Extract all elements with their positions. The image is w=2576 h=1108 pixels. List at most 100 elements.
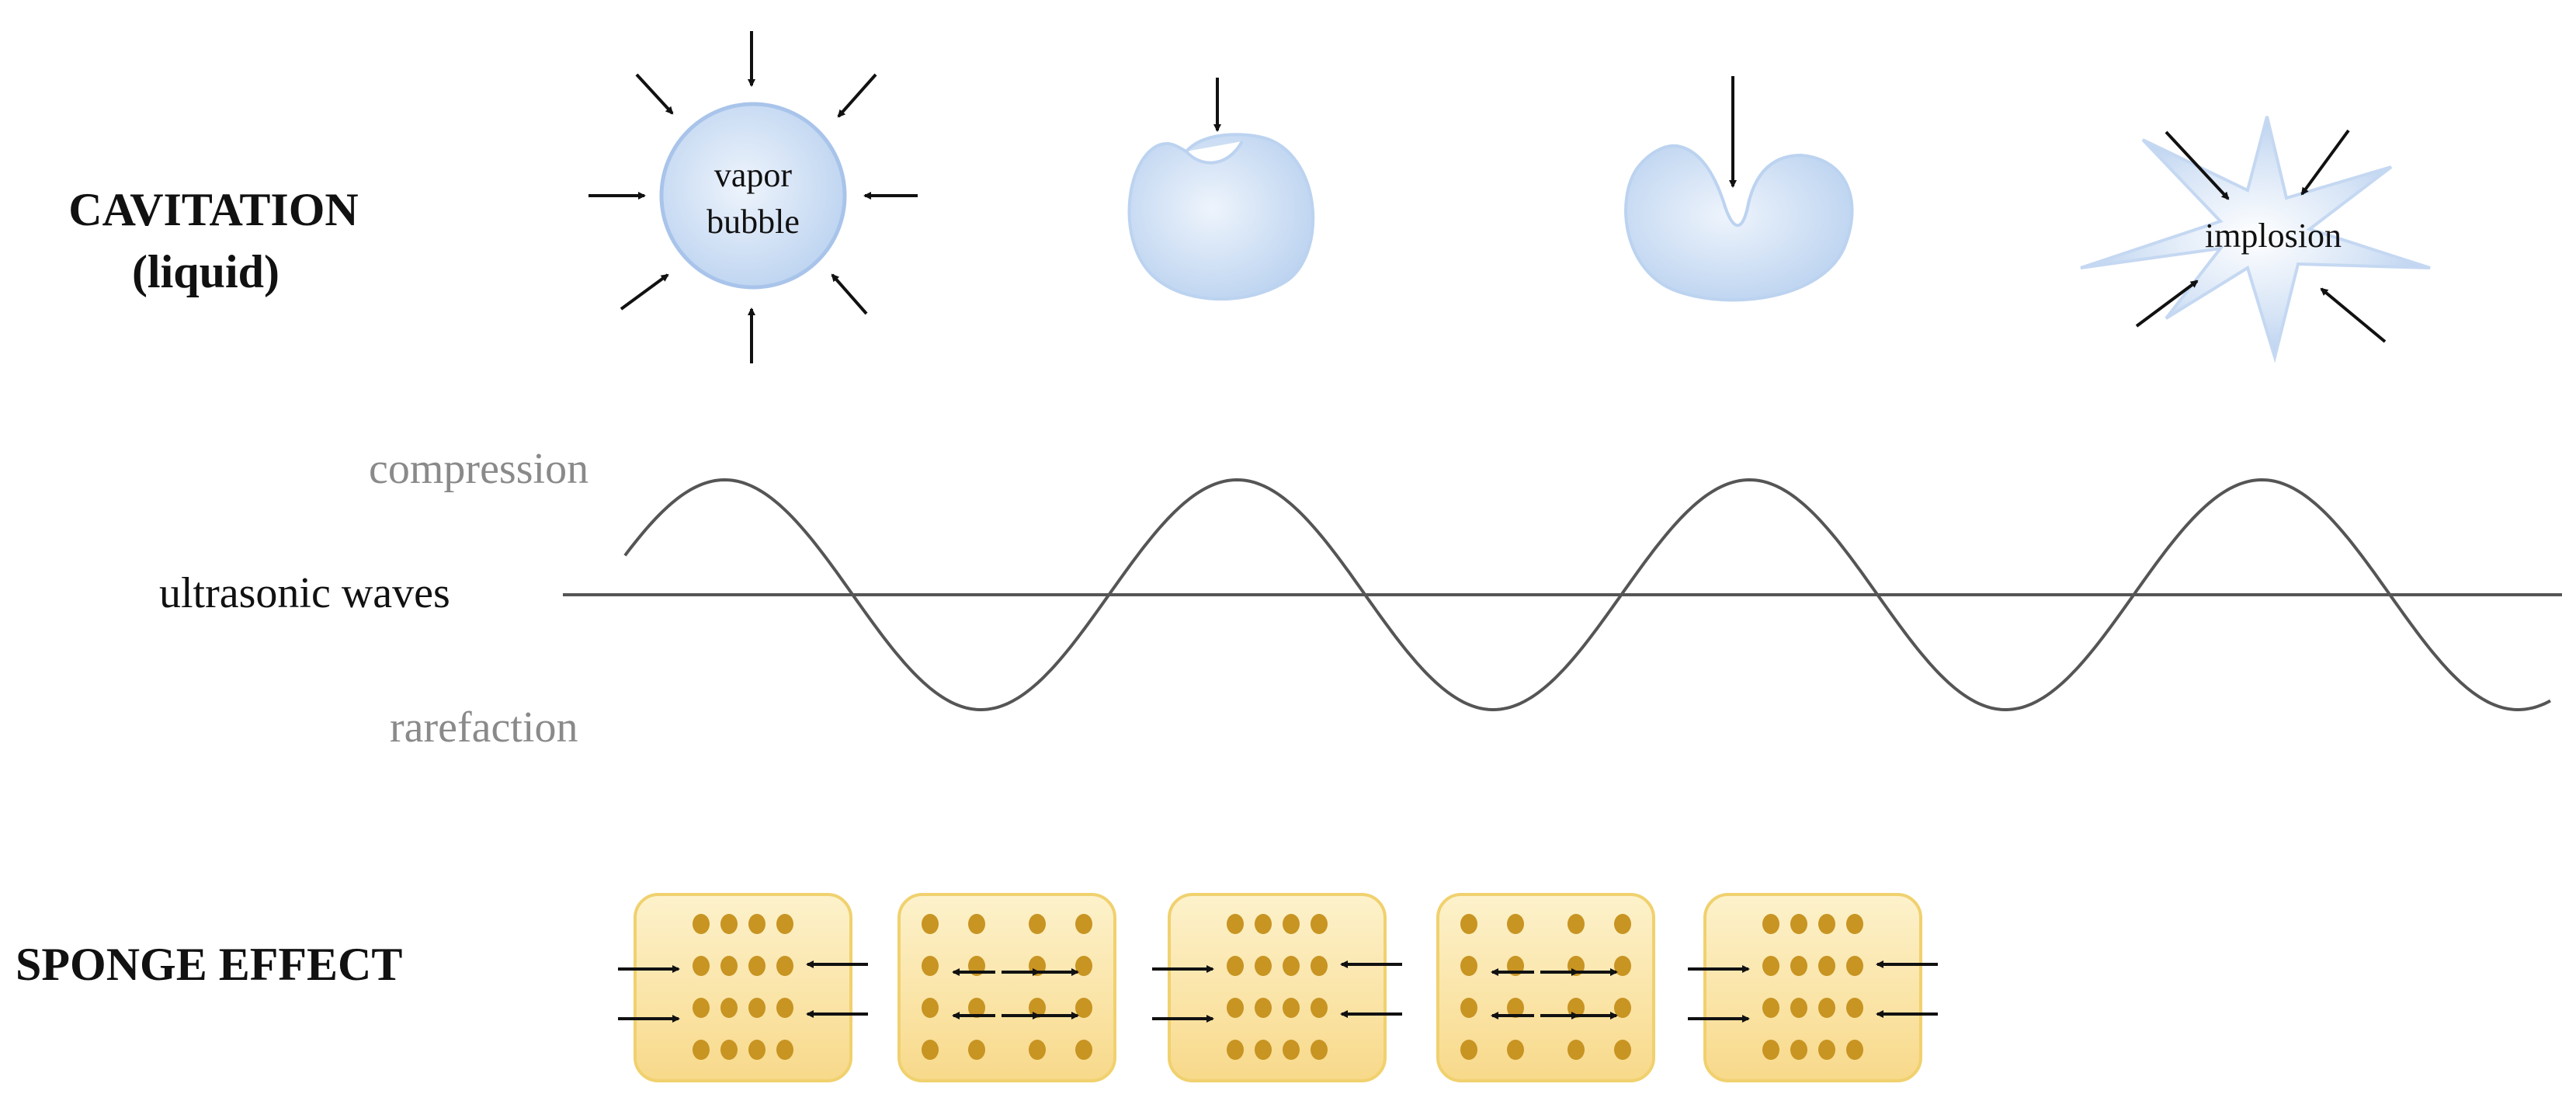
implosion-label: implosion	[2205, 217, 2342, 255]
rarefaction-label: rarefaction	[390, 703, 578, 752]
sponge-tile	[1152, 893, 1402, 1082]
sponge-pore	[1614, 998, 1631, 1018]
sponge-pore	[922, 914, 939, 934]
sponge-pore	[922, 1040, 939, 1060]
sponge-pore	[968, 914, 985, 934]
ultrasonic-waves-label: ultrasonic waves	[159, 569, 450, 617]
vapor-bubble-label-line2: bubble	[706, 203, 800, 241]
sponge-pore	[748, 998, 766, 1018]
sponge-pore	[1790, 1040, 1807, 1060]
sponge-pore	[1227, 998, 1244, 1018]
implosion-star	[2080, 116, 2431, 363]
sponge-pore	[693, 998, 710, 1018]
sponge-pore	[1460, 914, 1477, 934]
sponge-pore	[1614, 956, 1631, 976]
sponge-pore	[1311, 914, 1328, 934]
implosion-stage: implosion	[2080, 116, 2431, 363]
sponge-pore	[720, 956, 738, 976]
sponge-pore	[1762, 998, 1779, 1018]
sponge-pore	[922, 998, 939, 1018]
sponge-pore	[1029, 914, 1046, 934]
sponge-pore	[1227, 1040, 1244, 1060]
sponge-pore	[1227, 914, 1244, 934]
arrow-implosion-top-left	[2165, 130, 2230, 200]
arrow-bottom-left	[620, 273, 669, 311]
sponge-pore	[1075, 956, 1092, 976]
sponge-tile	[1688, 893, 1938, 1082]
sponge-pore	[1762, 956, 1779, 976]
sponge-pore	[1567, 914, 1585, 934]
sponge-pore	[720, 1040, 738, 1060]
sponge-pore	[1255, 998, 1272, 1018]
sponge-pore	[1790, 914, 1807, 934]
sponge-block	[1436, 893, 1655, 1082]
sponge-pore	[693, 1040, 710, 1060]
sponge-pore	[1846, 956, 1863, 976]
sponge-pore	[1255, 914, 1272, 934]
sponge-pore	[1311, 998, 1328, 1018]
sponge-pore	[776, 956, 793, 976]
sponge-pore	[1507, 1040, 1524, 1060]
sponge-pore	[1283, 1040, 1300, 1060]
sponge-pore	[1614, 914, 1631, 934]
sponge-pore	[1790, 998, 1807, 1018]
sponge-pore	[1227, 956, 1244, 976]
sponge-pore	[1818, 1040, 1835, 1060]
sponge-pore	[1846, 998, 1863, 1018]
sponge-pore	[693, 914, 710, 934]
sponge-pore	[922, 956, 939, 976]
sponge-pore	[1075, 914, 1092, 934]
sponge-pore	[1075, 1040, 1092, 1060]
sponge-pore	[1255, 1040, 1272, 1060]
sponge-pore	[1846, 914, 1863, 934]
arrow-implosion-top-right	[2300, 129, 2350, 196]
sponge-pore	[1762, 1040, 1779, 1060]
sponge-pore	[720, 914, 738, 934]
arrow-implosion-bottom-right	[2320, 287, 2387, 343]
cavitation-subtitle: (liquid)	[132, 246, 279, 297]
vapor-bubble-stage: vapor bubble	[588, 31, 918, 363]
arrow-top-left	[635, 73, 674, 115]
sponge-pore	[1029, 1040, 1046, 1060]
sponge-block	[634, 893, 852, 1082]
sponge-pore	[1614, 1040, 1631, 1060]
sponge-pore	[1311, 956, 1328, 976]
sponge-pore	[748, 914, 766, 934]
sponge-pore	[1790, 956, 1807, 976]
sponge-pore	[1311, 1040, 1328, 1060]
sponge-pore	[968, 1040, 985, 1060]
sponge-block	[1168, 893, 1387, 1082]
sponge-block	[1703, 893, 1922, 1082]
sponge-tile	[618, 893, 868, 1082]
sponge-pore	[1818, 998, 1835, 1018]
sponge-pore	[1846, 1040, 1863, 1060]
sponge-pore	[1283, 914, 1300, 934]
sponge-pore	[1255, 956, 1272, 976]
sponge-tile	[897, 893, 1116, 1082]
arrow-top-right	[837, 73, 877, 118]
arrow-implosion-bottom-left	[2135, 280, 2199, 328]
sponge-pore	[1283, 956, 1300, 976]
sponge-pore	[1283, 998, 1300, 1018]
sponge-pore	[1818, 914, 1835, 934]
sponge-pore	[693, 956, 710, 976]
sponge-pore	[748, 956, 766, 976]
sponge-block	[897, 893, 1116, 1082]
vapor-bubble	[659, 102, 847, 290]
sponge-pore	[1762, 914, 1779, 934]
sponge-pore	[720, 998, 738, 1018]
sponge-effect-title: SPONGE EFFECT	[16, 939, 402, 990]
cavitation-title: CAVITATION	[68, 184, 358, 235]
collapsing-bubble-stage	[1624, 76, 1854, 302]
sponge-pore	[1460, 998, 1477, 1018]
arrow-bottom-right	[831, 273, 868, 315]
sponge-pore	[1818, 956, 1835, 976]
dented-bubble-stage	[1127, 78, 1315, 301]
pressure-arrows	[588, 31, 918, 363]
sponge-pore	[1507, 998, 1524, 1018]
sponge-pore	[748, 1040, 766, 1060]
sponge-pore	[1460, 1040, 1477, 1060]
sponge-pore	[1075, 998, 1092, 1018]
sponge-pore	[1567, 1040, 1585, 1060]
sponge-pore	[776, 914, 793, 934]
